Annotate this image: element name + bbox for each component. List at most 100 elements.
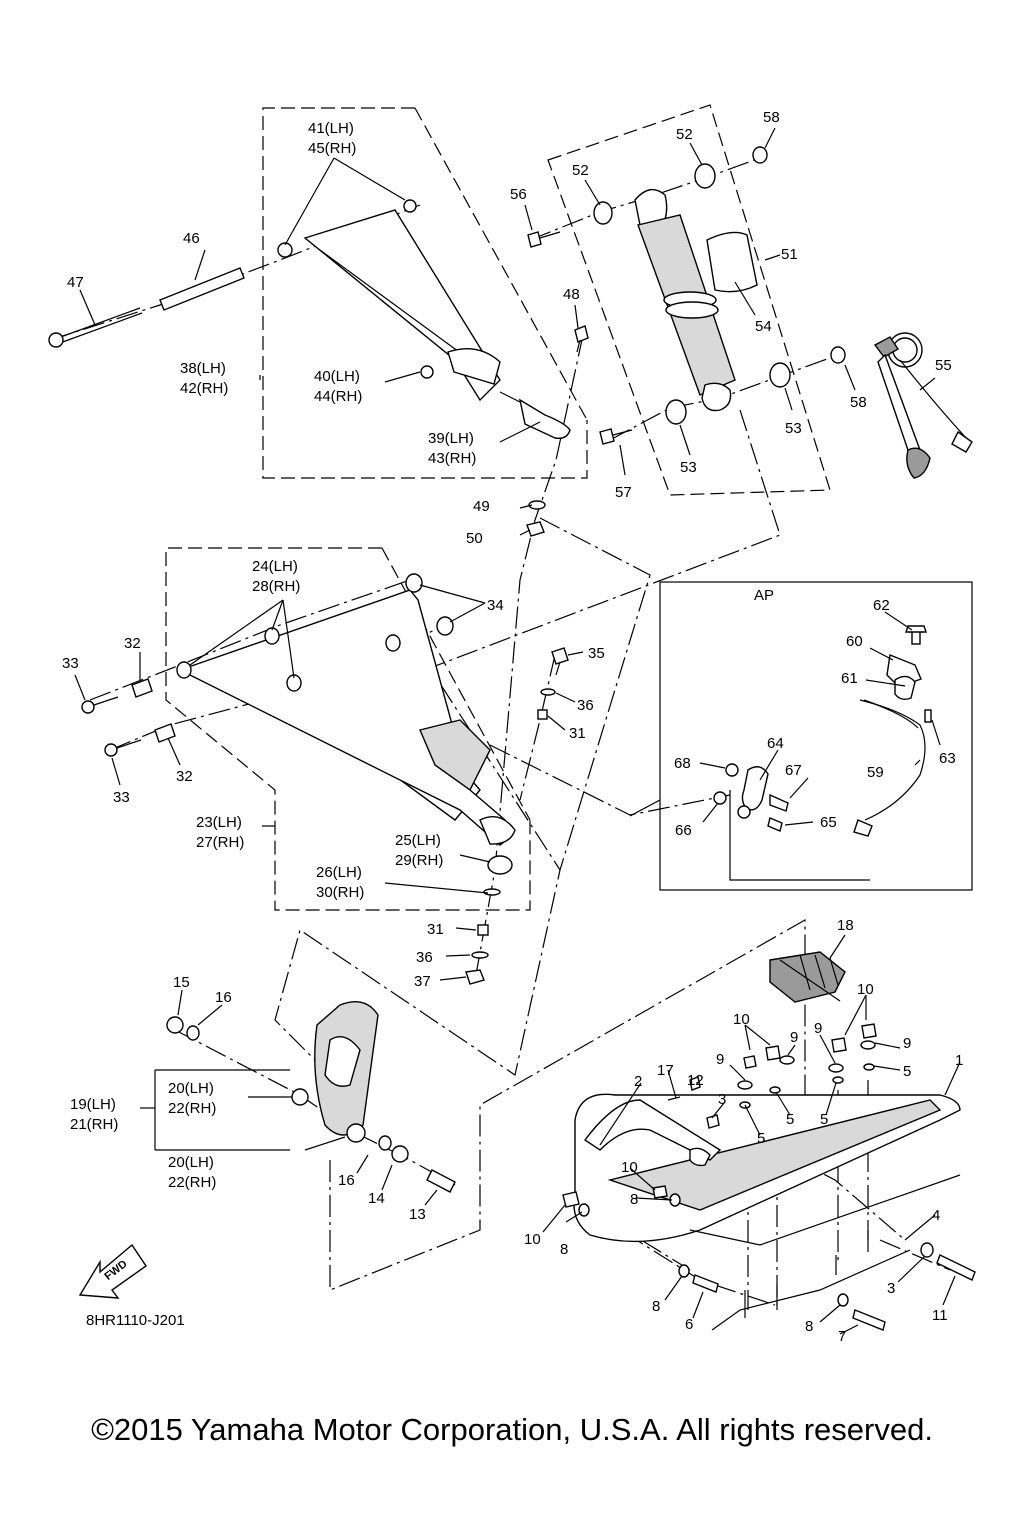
part-number-label: 18	[837, 917, 854, 934]
part-number-label: 63	[939, 750, 956, 767]
part-number-label: 46	[183, 230, 200, 247]
part-number-label: 7	[838, 1328, 846, 1345]
part-number-label: 8	[805, 1318, 813, 1335]
part-number-label: 24(LH)	[252, 558, 298, 575]
part-number-label: 23(LH)	[196, 814, 242, 831]
part-number-label: 9	[790, 1029, 798, 1046]
part-number-label: 43(RH)	[428, 450, 476, 467]
part-number-label: 34	[487, 597, 504, 614]
part-number-label: 58	[850, 394, 867, 411]
shock-absorber-assembly	[527, 146, 846, 445]
part-number-label: 56	[510, 186, 527, 203]
part-number-label: 41(LH)	[308, 120, 354, 137]
part-number-label: 59	[867, 764, 884, 781]
part-number-label: 19(LH)	[70, 1096, 116, 1113]
part-number-label: 10	[857, 981, 874, 998]
part-number-label: 60	[846, 633, 863, 650]
part-number-label: 17	[657, 1062, 674, 1079]
shock-group-box	[547, 104, 831, 496]
document-code: 8HR1110-J201	[86, 1312, 185, 1329]
part-number-label: 4	[932, 1207, 940, 1224]
upper-arm-assembly	[48, 199, 589, 537]
upper-arm-group-box	[262, 107, 588, 479]
part-number-label: 26(LH)	[316, 864, 362, 881]
part-number-label: 64	[767, 735, 784, 752]
part-number-label: 5	[903, 1063, 911, 1080]
part-number-label: 12	[687, 1072, 704, 1089]
part-number-label: 9	[814, 1020, 822, 1037]
part-number-label: 49	[473, 498, 490, 515]
part-number-label: 8	[630, 1191, 638, 1208]
part-number-label: 20(LH)	[168, 1080, 214, 1097]
part-number-label: 13	[409, 1206, 426, 1223]
part-number-label: 39(LH)	[428, 430, 474, 447]
part-number-label: 38(LH)	[180, 360, 226, 377]
part-number-label: 51	[781, 246, 798, 263]
part-number-label: 36	[416, 949, 433, 966]
part-number-label: 5	[820, 1111, 828, 1128]
part-number-label: 22(RH)	[168, 1100, 216, 1117]
part-number-label: 58	[763, 109, 780, 126]
part-number-label: 52	[572, 162, 589, 179]
part-number-label: 29(RH)	[395, 852, 443, 869]
part-number-label: 25(LH)	[395, 832, 441, 849]
part-number-label: 68	[674, 755, 691, 772]
part-number-label: 67	[785, 762, 802, 779]
part-number-label: 35	[588, 645, 605, 662]
part-number-label: 65	[820, 814, 837, 831]
part-number-label: 15	[173, 974, 190, 991]
part-number-label: 3	[887, 1280, 895, 1297]
part-number-label: 21(RH)	[70, 1116, 118, 1133]
ski-assembly	[562, 951, 976, 1331]
part-number-label: 45(RH)	[308, 140, 356, 157]
part-number-label: 10	[524, 1231, 541, 1248]
part-number-label: 53	[785, 420, 802, 437]
part-number-label: 52	[676, 126, 693, 143]
part-number-label: 33	[113, 789, 130, 806]
part-number-label: 8	[560, 1241, 568, 1258]
part-number-label: 11	[932, 1307, 948, 1324]
pressure-gauge-tool	[873, 332, 973, 479]
part-number-label: 28(RH)	[252, 578, 300, 595]
part-number-label: 10	[733, 1011, 750, 1028]
part-number-label: 6	[685, 1316, 693, 1333]
part-number-label: 32	[124, 635, 141, 652]
part-number-label: 20(LH)	[168, 1154, 214, 1171]
copyright-notice: ©2015 Yamaha Motor Corporation, U.S.A. A…	[91, 1412, 933, 1447]
inset-ap-title: AP	[754, 587, 774, 604]
part-number-label: 9	[716, 1051, 724, 1068]
part-number-label: 47	[67, 274, 84, 291]
part-number-label: 14	[368, 1190, 385, 1207]
part-number-label: 30(RH)	[316, 884, 364, 901]
part-number-label: 8	[652, 1298, 660, 1315]
part-number-label: 33	[62, 655, 79, 672]
part-number-label: 62	[873, 597, 890, 614]
part-number-label: 27(RH)	[196, 834, 244, 851]
part-number-label: 50	[466, 530, 483, 547]
lower-arm-assembly	[81, 573, 569, 985]
part-number-label: 3	[718, 1091, 726, 1108]
inset-ap-box: AP	[629, 581, 973, 891]
part-number-label: 32	[176, 768, 193, 785]
part-number-label: 40(LH)	[314, 368, 360, 385]
part-number-label: 10	[621, 1159, 638, 1176]
part-number-label: 55	[935, 357, 952, 374]
part-number-label: 22(RH)	[168, 1174, 216, 1191]
part-number-label: 57	[615, 484, 632, 501]
part-number-label: 61	[841, 670, 858, 687]
part-number-label: 2	[634, 1073, 642, 1090]
part-number-label: 16	[215, 989, 232, 1006]
part-number-label: 36	[577, 697, 594, 714]
part-number-label: 54	[755, 318, 772, 335]
part-number-label: 5	[786, 1111, 794, 1128]
part-number-label: 5	[757, 1130, 765, 1147]
part-number-label: 31	[569, 725, 586, 742]
part-number-label: 16	[338, 1172, 355, 1189]
ski-saddle-assembly	[140, 1001, 456, 1193]
part-number-label: 37	[414, 973, 431, 990]
part-number-label: 44(RH)	[314, 388, 362, 405]
part-number-label: 53	[680, 459, 697, 476]
forward-direction-arrow: FWD	[78, 1243, 147, 1299]
part-number-label: 9	[903, 1035, 911, 1052]
